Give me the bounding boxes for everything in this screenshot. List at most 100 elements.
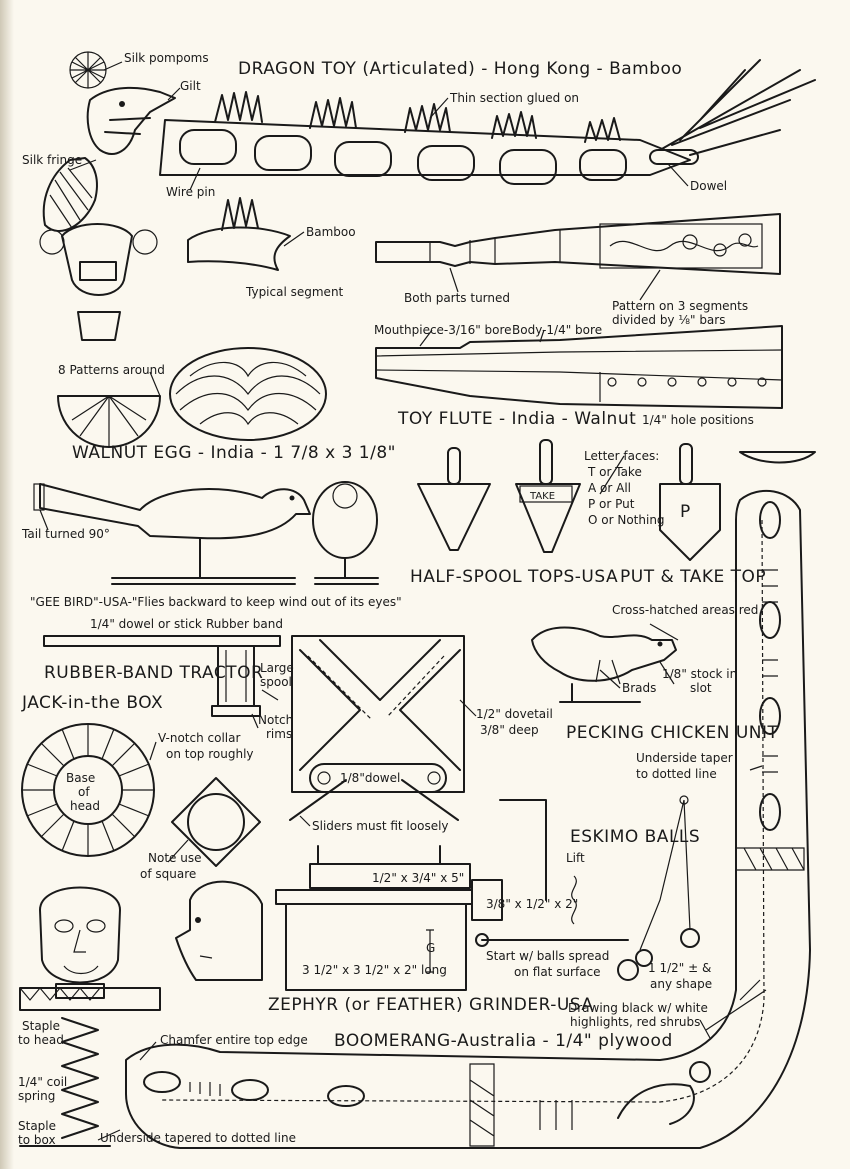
label-note-use-0: Note use [148,851,201,865]
label-typical-segment: Typical segment [245,285,344,299]
tractor-title: RUBBER-BAND TRACTOR [44,663,263,683]
base-of-head-2: head [70,799,100,813]
letter-faces-3: P or Put [588,497,635,511]
label-mouthpiece-bore: Mouthpiece-3/16" bore [374,323,512,337]
label-board-size: 1/2" x 3/4" x 5" [372,871,464,885]
label-dowel: Dowel [690,179,727,193]
label-ball-size-0: 1 1/2" ± & [648,961,711,975]
label-g-mark: G [426,941,435,955]
walnut-egg-title: WALNUT EGG - India - 1 7/8 x 3 1/8" [72,443,396,463]
put-take-top-drawing [659,443,721,561]
egg-pattern-diagram [57,395,161,448]
label-ball-size-1: any shape [650,977,712,991]
label-start-0: Start w/ balls spread [486,949,609,963]
half-spool-tops-title: HALF-SPOOL TOPS-USA [410,567,618,587]
label-note-use-1: of square [140,867,196,881]
label-dovetail-0: 1/2" dovetail [476,707,553,721]
label-gilt: Gilt [180,79,201,93]
page-gutter [0,0,14,1169]
jack-head-front-drawing [39,886,121,999]
label-underside-taper-1: to dotted line [636,767,717,781]
label-chamfer: Chamfer entire top edge [160,1033,308,1047]
dragon-body-segments [159,119,699,185]
jack-head-side-drawing [175,880,263,981]
label-both-parts-turned: Both parts turned [404,291,510,305]
jack-title: JACK-in-the BOX [21,693,163,713]
label-base-size: 3 1/2" x 3 1/2" x 2" long [302,963,447,977]
label-thin-section: Thin section glued on [449,91,579,105]
jack-box-spring-drawing [19,987,161,1147]
label-underside-taper-0: Underside taper [636,751,733,765]
label-notch-rims-1: rims [266,727,292,741]
label-bamboo: Bamboo [306,225,356,239]
label-drawing-note-1: highlights, red shrubs [570,1015,700,1029]
pecking-chicken-title: PECKING CHICKEN UNIT [566,723,779,743]
label-staple-box-0: Staple [18,1119,56,1133]
dragon-spikes [214,91,621,143]
label-dowel-or-stick: 1/4" dowel or stick [90,617,202,631]
put-take-top-title: PUT & TAKE TOP [620,567,766,587]
label-large-spool-1: spool [260,675,292,689]
label-stock-1: slot [690,681,712,695]
label-notch-rims-0: Notch [258,713,293,727]
boomerang-drawing [125,490,811,1149]
flute-title: TOY FLUTE - India - Walnut [397,409,636,429]
dragon-face-drawing [39,223,158,341]
pecking-chicken-drawing [531,626,677,703]
label-drawing-note-0: Drawing black w/ white [568,1001,708,1015]
rubber-band-tractor-drawing [43,635,281,717]
label-coil-spring-1: spring [18,1089,55,1103]
letter-faces-0: Letter faces: [584,449,659,463]
label-large-spool-0: Large [260,661,294,675]
walnut-egg-drawing [169,347,327,441]
letter-faces-2: A or All [588,481,631,495]
label-body-bore: Body-1/4" bore [512,323,602,337]
label-pattern-note-2: divided by ⅛" bars [612,313,725,327]
label-silk-fringe: Silk fringe [22,153,82,167]
gee-bird-title: "GEE BIRD"-USA-"Flies backward to keep w… [30,595,402,609]
base-of-head-1: of [78,785,90,799]
dragon-title: DRAGON TOY (Articulated) - Hong Kong - B… [238,59,682,79]
take-face-label: TAKE [529,491,555,502]
letter-faces-4: O or Nothing [588,513,665,527]
label-tail-turned: Tail turned 90° [21,527,110,541]
label-cross-hatched: Cross-hatched areas red [612,603,758,617]
silk-pompom-icon [69,51,107,89]
label-vnotch-0: V-notch collar [158,731,240,745]
base-of-head-0: Base [66,771,95,785]
label-coil-spring-0: 1/4" coil [18,1075,67,1089]
label-rubber-band: Rubber band [206,617,283,631]
grinder-title: ZEPHYR (or FEATHER) GRINDER-USA [268,995,594,1015]
label-underside-bottom: Underside tapered to dotted line [100,1131,296,1145]
boomerang-title: BOOMERANG-Australia - 1/4" plywood [334,1031,673,1051]
label-sliders-fit: Sliders must fit loosely [312,819,449,833]
label-dovetail-1: 3/8" deep [480,723,539,737]
label-pattern-note-1: Pattern on 3 segments [612,299,748,313]
square-collar-drawing [171,777,261,867]
flute-section-drawing [375,325,783,409]
label-grinder-dowel: 1/8"dowel [340,771,400,785]
grinder-elevation-drawing [275,845,503,991]
small-bowl-icon [739,451,816,464]
label-silk-pompoms: Silk pompoms [124,51,209,65]
label-block-size: 3/8" x 1/2" x 2" [486,897,578,911]
grinder-plan-drawing [289,635,547,901]
label-start-1: on flat surface [514,965,601,979]
label-hole-positions: 1/4" hole positions [642,413,754,427]
typical-segment-drawing [187,197,291,271]
label-staple-head-1: to head [18,1033,64,1047]
label-wire-pin: Wire pin [166,185,215,199]
half-spool-tops-drawing [417,439,581,553]
leader-lines [39,61,763,1141]
gee-bird-drawing [33,481,379,585]
p-face-letter: P [680,502,691,522]
dragon-toy-drawing [42,51,816,232]
label-8-patterns: 8 Patterns around [58,363,165,377]
label-stock-0: 1/8" stock in [662,667,737,681]
label-vnotch-1: on top roughly [166,747,254,761]
dragon-tail-plume [659,59,816,156]
flute-top-drawing [375,213,781,275]
label-brads: Brads [622,681,656,695]
eskimo-balls-drawing [475,795,700,981]
